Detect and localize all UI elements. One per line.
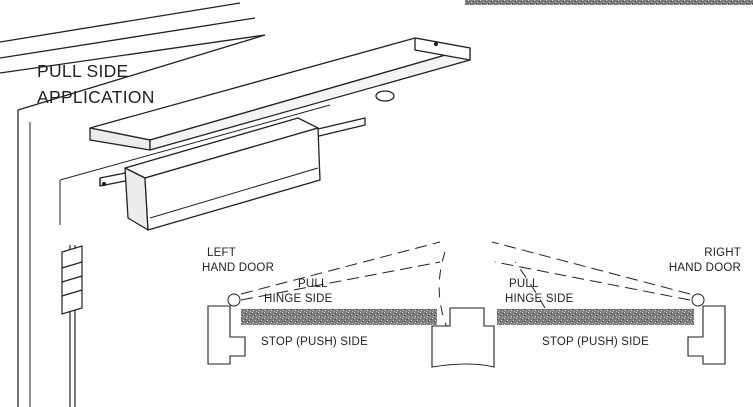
left-pull-line1: PULL	[298, 278, 328, 290]
closer-arm	[61, 245, 83, 407]
top-edge-strip	[465, 0, 753, 5]
left-door-title-line1: LEFT	[207, 247, 236, 259]
application-title-line2: APPLICATION	[37, 87, 155, 107]
right-pivot	[691, 293, 705, 307]
left-pull-line2: HINGE SIDE	[264, 293, 333, 305]
right-pull-line1: PULL	[509, 278, 539, 290]
center-mullion	[431, 307, 495, 368]
door-frame	[0, 2, 266, 407]
left-door-plan	[207, 241, 449, 365]
left-door-leaf	[241, 309, 437, 325]
left-swing-line-1	[240, 261, 441, 301]
right-door-title-line2: HAND DOOR	[668, 262, 741, 274]
left-door-title-line2: HAND DOOR	[202, 262, 275, 274]
right-swing-line-1	[494, 261, 691, 301]
application-title-line1: PULL SIDE	[37, 61, 129, 81]
left-stop-label: STOP (PUSH) SIDE	[261, 336, 368, 348]
door-surface	[59, 104, 331, 225]
right-swing-line-2	[491, 241, 691, 295]
closer-body	[124, 117, 321, 231]
left-pivot	[227, 293, 241, 307]
right-door-leaf	[497, 309, 694, 325]
left-jamb	[207, 305, 246, 365]
right-swing-arc	[514, 261, 546, 309]
right-door-title-line1: RIGHT	[704, 247, 741, 259]
right-stop-label: STOP (PUSH) SIDE	[542, 336, 649, 348]
right-pull-line2: HINGE SIDE	[505, 293, 574, 305]
right-door-plan	[491, 241, 726, 365]
right-jamb	[687, 305, 726, 365]
left-swing-arc	[438, 251, 449, 331]
left-swing-line-2	[240, 241, 441, 295]
